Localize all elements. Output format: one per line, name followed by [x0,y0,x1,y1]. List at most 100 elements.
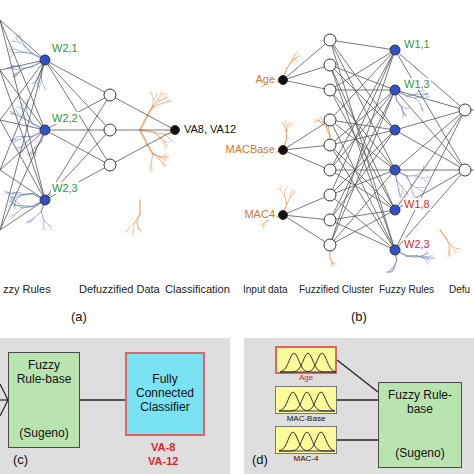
network-wire [0,20,45,130]
branch [422,108,423,111]
branch [424,257,430,259]
network-wire [45,95,110,130]
branch [18,149,19,151]
panel-ground [0,338,230,474]
network-wire [395,110,465,250]
branch [18,104,20,107]
branch [294,191,296,194]
branch [426,94,429,96]
membership-curves [276,387,338,415]
network-wire [283,195,330,215]
branch [427,176,431,178]
branch [132,231,134,237]
branch [421,108,423,111]
branch [457,248,461,249]
branch [260,224,263,225]
gaussian-curve [279,392,335,411]
weight-node [390,125,400,135]
weight-node [279,146,288,155]
branch [35,211,41,217]
branch [160,99,165,101]
branch [8,64,11,68]
branch [403,113,406,116]
box-title: Fuzzy Rule-base [13,359,75,387]
gaussian-curve [279,432,335,451]
branch [402,107,407,109]
branch [11,40,15,42]
branch [38,78,39,83]
branch [292,190,294,193]
network-wire [0,200,45,230]
network-wire [330,90,395,220]
classifier-box: Fully Connected Classifier [125,352,205,436]
branch [450,252,452,256]
branch [425,93,428,94]
branch [402,108,403,114]
network-wire [330,130,395,145]
branch [402,187,406,192]
weight-node [390,245,400,255]
branch [447,240,452,247]
weight-node [390,205,400,215]
weight-label: W1,3 [403,78,431,90]
branch [295,60,298,61]
branch [264,221,267,225]
branch [147,144,152,154]
neuron-node [104,89,116,101]
branch [18,194,24,196]
branch [402,108,404,113]
network-wire [395,130,465,170]
network-wire [330,130,395,220]
neuron-node [459,104,471,116]
branch [321,117,322,119]
branch [416,256,422,257]
weight-node [40,195,50,205]
branch [407,255,417,256]
branch [165,156,169,158]
branch [328,128,330,136]
network-wire [0,170,45,200]
neuron-node [324,84,336,96]
branch [422,108,424,111]
branch [412,192,414,198]
branch [285,120,286,124]
branch [263,225,265,229]
network-wire [45,60,110,165]
branch [12,192,15,193]
branch [276,188,281,190]
branch [16,71,20,73]
branch [12,216,14,219]
branch [139,200,140,214]
branch [17,116,24,118]
network-wire [0,130,45,170]
branch [422,188,425,189]
network-wire [0,60,45,170]
branch [14,205,15,209]
branch [152,100,154,106]
branch [154,132,161,138]
network-wire [45,95,110,200]
gaussian-curve [279,432,335,451]
branch [427,177,430,178]
branch [327,128,330,136]
membership-box: MAC-Base [275,386,337,414]
branch [422,187,426,189]
branch [24,193,32,195]
branch [31,217,35,221]
branch [426,256,428,258]
layer-label: Fuzzy Rules [378,284,435,295]
branch [399,189,401,195]
branch [19,192,24,194]
input-label: MACBase [224,143,276,155]
branch [165,141,169,143]
branch [8,48,11,49]
branch [17,40,20,43]
neuron-node [324,59,336,71]
input-label: MAC4 [243,208,276,220]
branch [13,194,21,196]
branch [16,37,18,40]
rule-base-box: Fuzzy Rule-base(Sugeno) [8,352,80,448]
branch [286,130,287,139]
branch [427,257,429,259]
